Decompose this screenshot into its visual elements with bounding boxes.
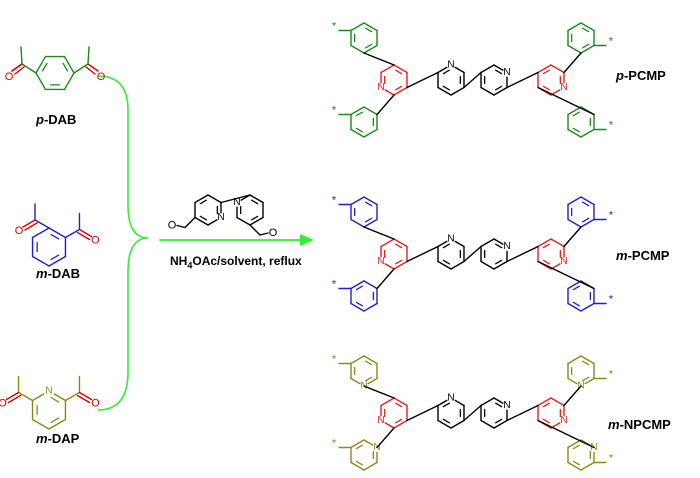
nitrogen-atom-label: N <box>377 82 384 93</box>
monomer-label-m-dap: m-DAP <box>36 431 80 446</box>
nitrogen-atom-label: N <box>233 197 240 208</box>
acetyl-group: O <box>5 46 37 83</box>
polymer-end-star: * <box>332 105 337 117</box>
nitrogen-atom-label: N <box>217 212 224 223</box>
aromatic-ring: N <box>437 60 465 96</box>
aromatic-ring <box>350 196 378 228</box>
polymer-end-star: * <box>332 438 337 450</box>
aromatic-ring: N <box>377 238 408 270</box>
aromatic-ring <box>350 22 378 54</box>
monomer-label-m-dab: m-DAB <box>36 266 81 281</box>
aromatic-ring: N <box>480 238 511 270</box>
oxygen-atom-label: O <box>91 398 100 410</box>
aromatic-ring <box>350 106 378 138</box>
nitrogen-atom-label: N <box>503 400 510 411</box>
product-label-p-pcmp: p-PCMP <box>616 68 666 83</box>
oxygen-atom-label: O <box>0 398 7 410</box>
monomer-label-p-dab: p-DAB <box>36 112 77 127</box>
nitrogen-atom-label: N <box>377 415 384 426</box>
aromatic-ring: N <box>537 397 568 429</box>
polymer-end-star: * <box>609 453 614 465</box>
m-pcmp-structure: N N N N * * * * <box>332 195 614 312</box>
bipyridine-dialdehyde-structure: NN O O <box>168 194 278 239</box>
nitrogen-atom-label: N <box>503 241 510 252</box>
oxygen-atom-label: O <box>97 71 106 83</box>
polymer-end-star: * <box>332 21 337 33</box>
aromatic-ring: N <box>194 194 225 226</box>
aromatic-ring: N <box>437 234 465 270</box>
aromatic-ring <box>350 280 378 312</box>
product-label-m-pcmp: m-PCMP <box>616 248 670 263</box>
aromatic-ring: N <box>567 439 598 471</box>
product-label-m-npcmp: m-NPCMP <box>608 417 671 432</box>
oxygen-atom-label: O <box>269 227 278 239</box>
aromatic-ring: N <box>480 397 511 429</box>
nitrogen-atom-label: N <box>447 60 454 71</box>
aromatic-ring: N <box>377 64 408 96</box>
acetyl-group: O <box>64 212 100 247</box>
aromatic-ring: N <box>480 64 511 96</box>
aromatic-ring <box>35 55 75 91</box>
acetyl-group: O <box>15 203 50 237</box>
aromatic-ring: N <box>31 386 67 430</box>
m-dab-structure: OO <box>15 203 100 267</box>
aromatic-ring: N <box>437 393 465 429</box>
aromatic-ring <box>31 227 67 267</box>
oxygen-atom-label: O <box>91 235 100 247</box>
nitrogen-atom-label: N <box>560 256 567 267</box>
polymer-end-star: * <box>332 354 337 366</box>
p-pcmp-structure: N N N N * * * * <box>332 21 614 138</box>
acetyl-group: O <box>73 46 106 83</box>
aromatic-ring <box>567 196 595 228</box>
polymer-end-star: * <box>332 195 337 207</box>
aromatic-ring: N <box>537 238 568 270</box>
aromatic-ring: N <box>233 194 264 226</box>
aromatic-ring <box>567 106 595 138</box>
nitrogen-atom-label: N <box>45 386 52 397</box>
acetyl-group: O <box>0 375 34 410</box>
nitrogen-atom-label: N <box>377 256 384 267</box>
arrow-head <box>300 234 314 246</box>
convergence-bracket <box>97 75 149 411</box>
nitrogen-atom-label: N <box>560 82 567 93</box>
aromatic-ring: N <box>350 439 381 471</box>
reaction-arrow <box>159 234 314 246</box>
polymer-end-star: * <box>609 36 614 48</box>
aromatic-ring: N <box>377 397 408 429</box>
nitrogen-atom-label: N <box>503 67 510 78</box>
aromatic-ring <box>567 280 595 312</box>
aromatic-ring: N <box>537 64 568 96</box>
polymer-end-star: * <box>609 210 614 222</box>
reaction-condition: NH4OAc/solvent, reflux <box>170 254 302 271</box>
polymer-end-star: * <box>609 369 614 381</box>
oxygen-atom-label: O <box>168 220 177 232</box>
aromatic-ring <box>567 22 595 54</box>
polymer-end-star: * <box>332 279 337 291</box>
m-dap-structure: N O O <box>0 375 100 430</box>
oxygen-atom-label: O <box>5 71 14 83</box>
acetyl-group: O <box>64 375 100 410</box>
bracket-path <box>97 75 149 411</box>
oxygen-atom-label: O <box>15 225 24 237</box>
nitrogen-atom-label: N <box>447 393 454 404</box>
polymer-end-star: * <box>609 120 614 132</box>
nitrogen-atom-label: N <box>447 234 454 245</box>
nitrogen-atom-label: N <box>560 415 567 426</box>
polymer-end-star: * <box>609 294 614 306</box>
